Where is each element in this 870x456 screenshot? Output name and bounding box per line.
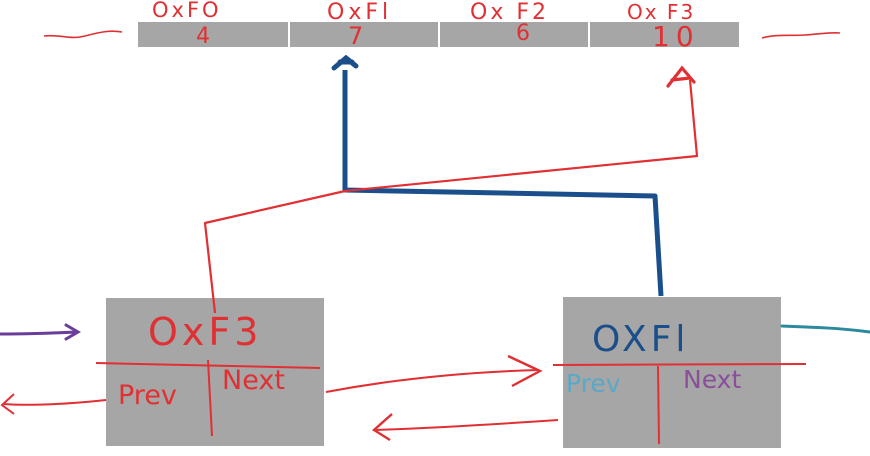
memory-value-0: 4 [196,24,210,49]
blue-pointer-line [342,70,664,297]
memory-address-2: Ox F2 [470,0,549,25]
next-arrow-head [507,354,543,388]
node-right-divider-h [552,363,807,366]
left-incoming-arrow [0,323,81,341]
node-left-box [106,298,324,446]
red-pointer-line [203,79,699,314]
prev-arrow-line [375,419,559,431]
blue-pointer-arrowhead [331,54,359,71]
node-right-box [563,297,781,448]
next-arrow-line [325,369,539,393]
memory-value-2: 6 [516,21,530,46]
node-left-prev-label: Prev [118,380,177,411]
memory-address-3: Ox F3 [627,0,695,24]
memory-value-1: 7 [348,22,363,50]
memory-cell-3 [590,22,739,47]
memory-strip: OxFO OxFl Ox F2 Ox F3 4 7 6 10 [43,0,841,53]
memory-cell-2 [440,22,588,47]
node-right-prev-label: Prev [566,369,621,398]
memory-value-3: 10 [652,20,700,53]
node-right-address: OXFl [592,319,689,360]
left-outer-prev-arrow [0,393,107,415]
memory-address-0: OxFO [152,0,222,22]
strip-left-squiggle [43,30,123,39]
node-left-address: OxF3 [148,310,262,354]
memory-address-1: OxFl [327,0,392,25]
memory-cell-1 [290,22,438,47]
red-pointer-arrowhead [666,65,696,88]
node-left-next-label: Next [222,365,285,396]
memory-cell-0 [138,22,288,47]
node-left-divider-v [207,359,213,437]
node-right-next-label: Next [683,365,741,394]
strip-right-squiggle [761,31,841,39]
right-outgoing-line [780,324,870,334]
prev-arrow-head [372,413,393,442]
node-left: OxF3 Prev Next [95,298,324,446]
node-right-divider-v [657,365,660,445]
node-right: OXFl Prev Next [552,297,807,448]
